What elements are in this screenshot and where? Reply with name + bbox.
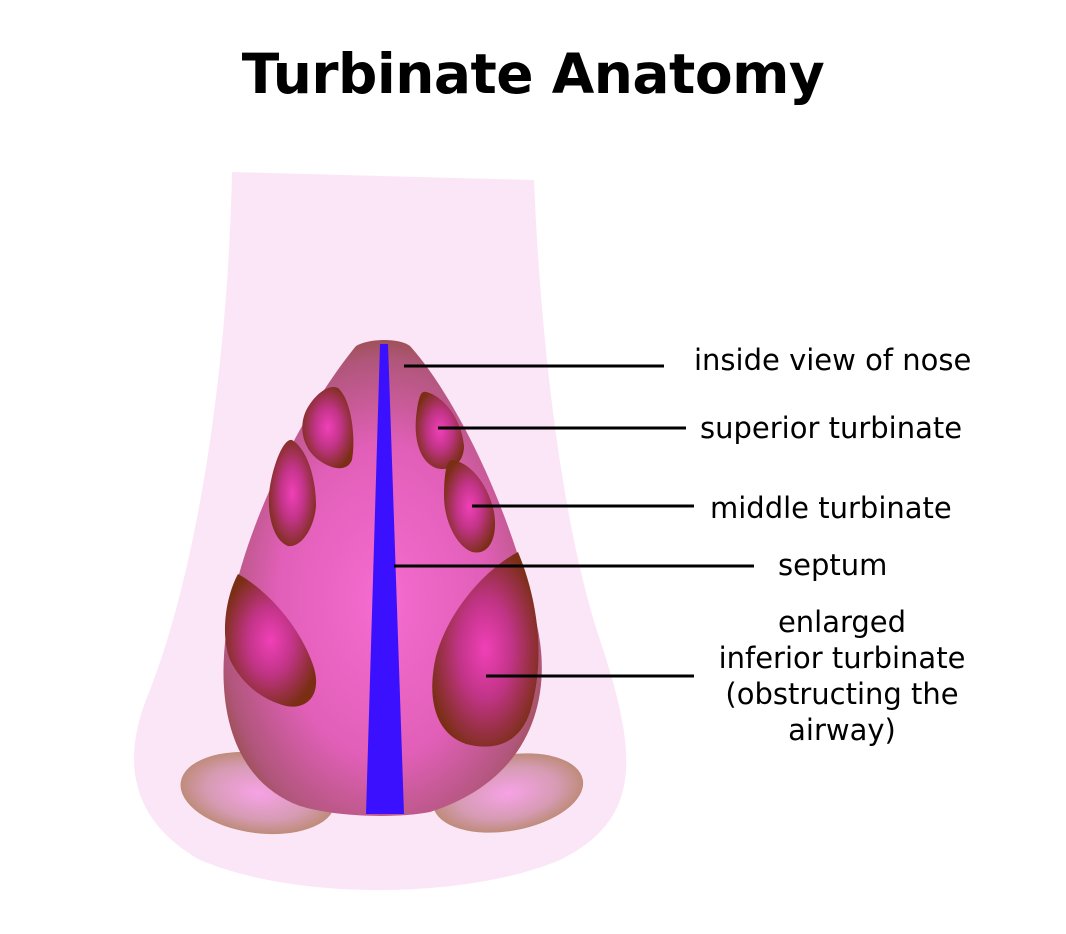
diagram-title: Turbinate Anatomy [241, 42, 825, 106]
label-inferior-line-3: (obstructing the [725, 677, 959, 711]
label-inside-view: inside view of nose [694, 343, 972, 377]
label-inferior-line-4: airway) [788, 713, 896, 747]
left-middle-turbinate [268, 439, 316, 547]
label-middle-turbinate: middle turbinate [710, 491, 952, 525]
right-superior-turbinate [415, 391, 464, 470]
label-inferior-turbinate: enlarged inferior turbinate (obstructing… [692, 604, 992, 748]
label-inferior-line-2: inferior turbinate [718, 641, 966, 675]
left-inferior-turbinate [224, 574, 317, 707]
label-superior-turbinate: superior turbinate [700, 411, 963, 445]
label-septum: septum [778, 548, 888, 582]
label-inferior-line-1: enlarged [777, 605, 907, 639]
right-inferior-turbinate [432, 552, 539, 747]
left-superior-turbinate [302, 386, 354, 469]
septum-shape [366, 344, 404, 814]
right-middle-turbinate [444, 460, 496, 553]
